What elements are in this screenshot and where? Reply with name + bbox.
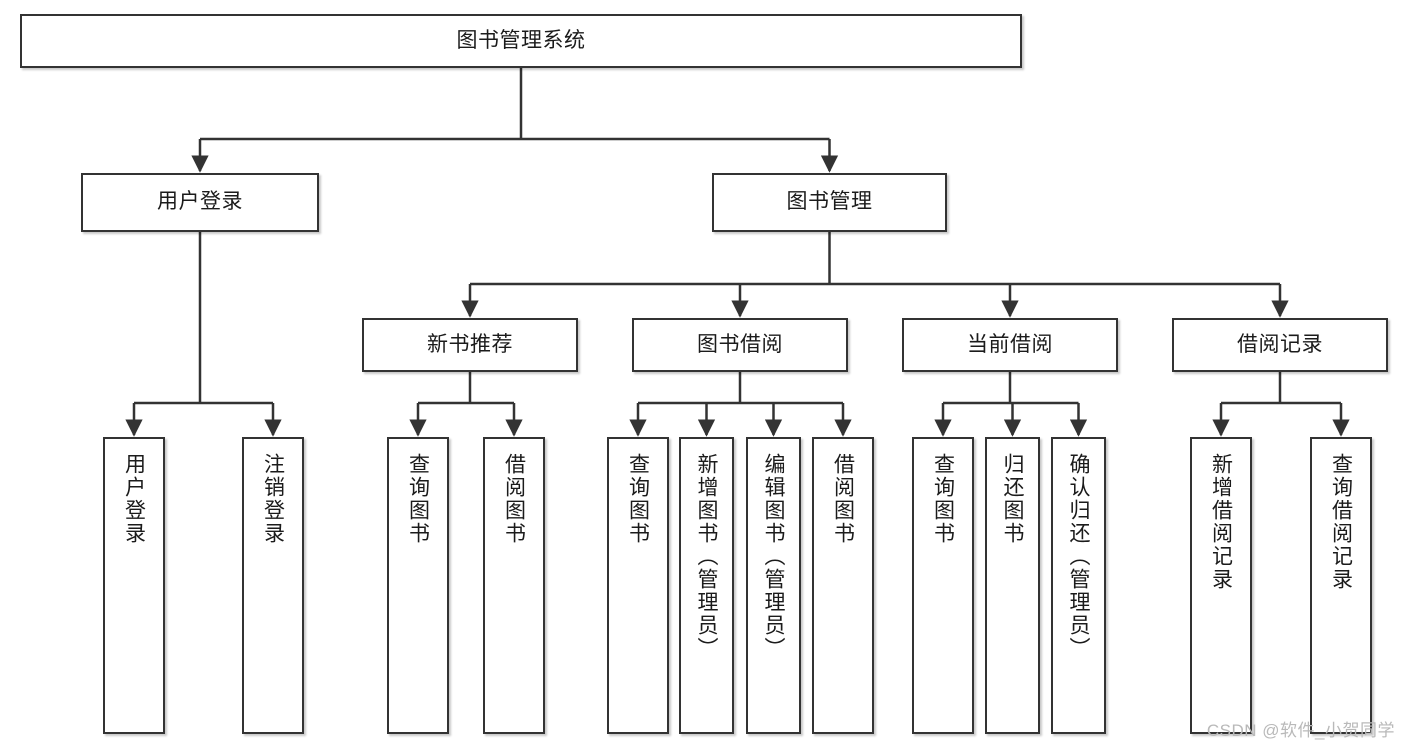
watermark: CSDN @软件_小贺同学 [1206,721,1395,740]
leaf-user-login[interactable]: 用户登录 [103,437,165,734]
node-root[interactable]: 图书管理系统 [20,14,1022,68]
leaf-rec-borrow-label: 借阅图书 [502,453,526,545]
leaf-bb-query[interactable]: 查询图书 [607,437,669,734]
leaf-cb-query[interactable]: 查询图书 [912,437,974,734]
node-borrow-record-label: 借阅记录 [1237,332,1323,356]
leaf-br-add-label: 新增借阅记录 [1209,453,1233,591]
node-current-borrow-label: 当前借阅 [967,332,1053,356]
leaf-bb-borrow-label: 借阅图书 [831,453,855,545]
node-book-manage-label: 图书管理 [786,190,873,214]
leaf-br-query-label: 查询借阅记录 [1329,453,1353,591]
node-book-borrow-label: 图书借阅 [697,332,783,356]
node-root-label: 图书管理系统 [456,28,586,52]
leaf-cb-confirm[interactable]: 确认归还（管理员） [1051,437,1106,734]
node-user-login-label: 用户登录 [157,190,243,214]
node-book-borrow[interactable]: 图书借阅 [632,318,848,372]
leaf-bb-edit-label: 编辑图书（管理员） [762,453,785,660]
leaf-cb-query-label: 查询图书 [931,453,955,545]
leaf-cb-return-label: 归还图书 [1001,453,1024,545]
node-new-book-rec[interactable]: 新书推荐 [362,318,578,372]
leaf-user-login-label: 用户登录 [122,453,146,545]
leaf-bb-add-label: 新增图书（管理员） [695,453,718,660]
leaf-cb-return[interactable]: 归还图书 [985,437,1040,734]
leaf-rec-borrow[interactable]: 借阅图书 [483,437,545,734]
leaf-user-logout[interactable]: 注销登录 [242,437,304,734]
leaf-user-logout-label: 注销登录 [261,453,285,545]
node-user-login[interactable]: 用户登录 [81,173,319,232]
leaf-br-query[interactable]: 查询借阅记录 [1310,437,1372,734]
leaf-rec-query-label: 查询图书 [406,453,430,545]
node-book-manage[interactable]: 图书管理 [712,173,947,232]
leaf-bb-borrow[interactable]: 借阅图书 [812,437,874,734]
node-current-borrow[interactable]: 当前借阅 [902,318,1118,372]
leaf-br-add[interactable]: 新增借阅记录 [1190,437,1252,734]
node-borrow-record[interactable]: 借阅记录 [1172,318,1388,372]
leaf-bb-edit[interactable]: 编辑图书（管理员） [746,437,801,734]
node-new-book-rec-label: 新书推荐 [427,332,513,356]
leaf-bb-query-label: 查询图书 [626,453,650,545]
leaf-cb-confirm-label: 确认归还（管理员） [1067,453,1090,660]
leaf-rec-query[interactable]: 查询图书 [387,437,449,734]
leaf-bb-add[interactable]: 新增图书（管理员） [679,437,734,734]
